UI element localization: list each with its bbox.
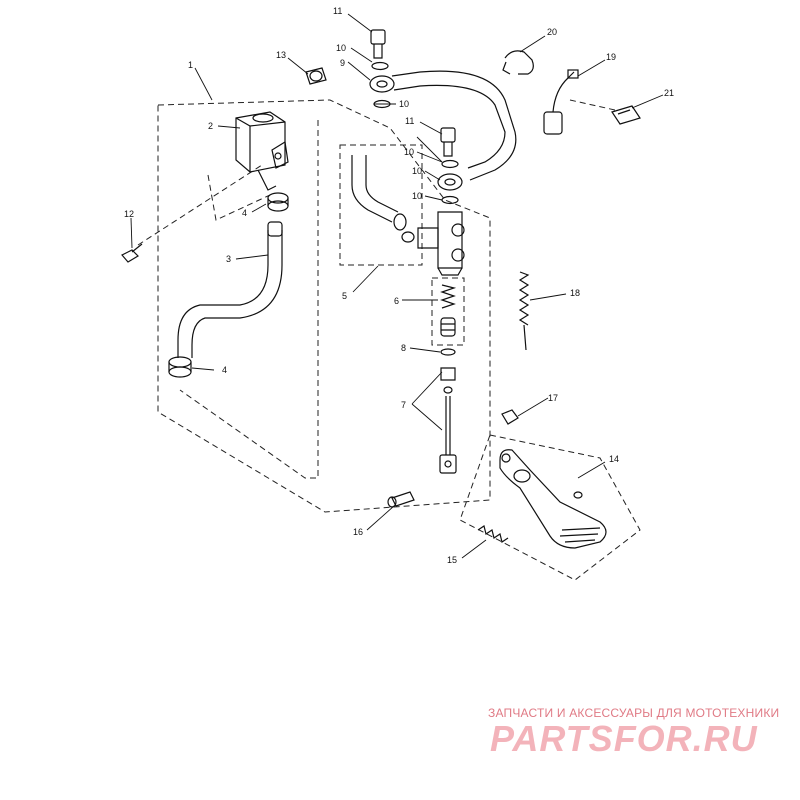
reservoir-part-2 — [235, 111, 289, 191]
callout-labels: 1 2 3 4 4 5 6 7 8 9 10 10 10 10 10 11 11… — [124, 6, 674, 565]
nut-part-17 — [501, 409, 519, 425]
callout-12: 12 — [124, 209, 134, 219]
brake-hose-part-9 — [369, 70, 517, 181]
callout-20: 20 — [547, 27, 557, 37]
callout-10d: 10 — [412, 166, 422, 176]
assembly-outline-1 — [157, 99, 491, 513]
callout-5: 5 — [342, 291, 347, 301]
leader-lines — [130, 13, 664, 559]
callout-19: 19 — [606, 52, 616, 62]
sub-assembly-6-box — [431, 277, 465, 346]
callout-11b: 11 — [405, 116, 414, 126]
spring-part-15 — [477, 525, 509, 543]
master-cylinder-body — [417, 211, 465, 276]
callout-10e: 10 — [412, 191, 422, 201]
brake-pedal-part-14 — [499, 449, 607, 549]
hose-clip-part-20 — [502, 50, 534, 75]
switch-dash-link — [569, 99, 616, 111]
callout-16: 16 — [353, 527, 363, 537]
callout-4b: 4 — [222, 365, 227, 375]
bolt-part-12 — [121, 243, 143, 263]
connector-part-21 — [611, 105, 641, 125]
return-spring-part-18 — [518, 271, 530, 351]
banjo-bolt-part-11-lower — [440, 127, 456, 157]
callout-4a: 4 — [242, 208, 247, 218]
clamp-part-4-lower — [168, 356, 192, 378]
callout-21: 21 — [664, 88, 674, 98]
callout-6: 6 — [394, 296, 399, 306]
callout-8: 8 — [401, 343, 406, 353]
banjo-bolt-part-11-upper — [370, 29, 386, 59]
clevis-pin-part-16 — [387, 491, 415, 508]
reservoir-leader-dash — [207, 174, 271, 221]
callout-17: 17 — [548, 393, 558, 403]
spring-part-6 — [440, 284, 457, 337]
push-rod-part-7 — [439, 367, 457, 474]
watermark-logo: PARTSFOR.RU — [490, 718, 758, 759]
callout-10a: 10 — [336, 43, 346, 53]
banjo-fitting — [437, 173, 463, 191]
callout-18: 18 — [570, 288, 580, 298]
callout-2: 2 — [208, 121, 213, 131]
callout-11a: 11 — [333, 6, 342, 16]
callout-13: 13 — [276, 50, 286, 60]
hose-part-3 — [177, 221, 283, 358]
pedal-assembly-box — [459, 434, 641, 581]
inlet-pipe-part-5 — [351, 155, 415, 243]
callout-1: 1 — [188, 60, 193, 70]
callout-15: 15 — [447, 555, 457, 565]
brake-switch-part-19 — [543, 69, 579, 135]
callout-10b: 10 — [399, 99, 409, 109]
callout-3: 3 — [226, 254, 231, 264]
watermark-tagline: ЗАПЧАСТИ И АКСЕССУАРЫ ДЛЯ МОТОТЕХНИКИ — [488, 706, 780, 720]
cap-part-13 — [305, 67, 327, 85]
callout-7: 7 — [401, 400, 406, 410]
inner-outline — [179, 120, 319, 479]
callout-10c: 10 — [404, 147, 414, 157]
bolt12-dash-link — [137, 164, 263, 246]
callout-14: 14 — [609, 454, 619, 464]
clamp-part-4-upper — [267, 192, 289, 212]
sub-assembly-5-box — [339, 144, 423, 266]
callout-9: 9 — [340, 58, 345, 68]
circlip-part-8 — [440, 348, 456, 356]
